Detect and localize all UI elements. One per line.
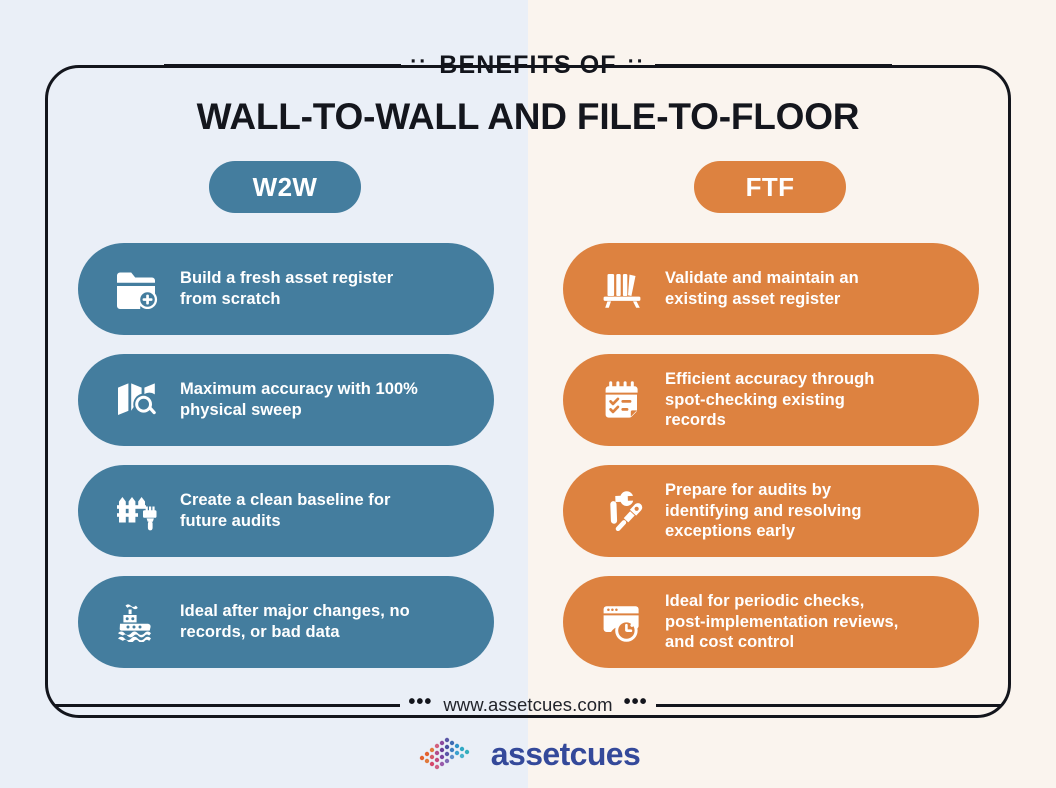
url-dots-left: ••• <box>408 691 433 713</box>
benefit-text-right-1: Validate and maintain an existing asset … <box>665 269 859 308</box>
wrench-screwdriver-icon <box>589 483 655 539</box>
benefit-pill-left-2: Maximum accuracy with 100% physical swee… <box>78 354 494 446</box>
benefit-text-right-4: Ideal for periodic checks, post-implemen… <box>665 591 899 652</box>
column-badge-w2w-label: W2W <box>252 171 318 202</box>
header-kicker: ·· BENEFITS OF ·· <box>45 47 1011 83</box>
benefit-pill-right-4: Ideal for periodic checks, post-implemen… <box>563 576 979 668</box>
column-badge-ftf-label: FTF <box>745 171 795 202</box>
map-search-icon <box>104 372 170 428</box>
column-badge-ftf: FTF <box>694 161 846 213</box>
url-rule-left <box>55 703 401 707</box>
website-url[interactable]: www.assetcues.com <box>443 694 613 715</box>
url-dots-right: ••• <box>623 691 648 713</box>
benefit-pill-left-1: Build a fresh asset register from scratc… <box>78 243 494 335</box>
assetcues-diamond-dots-logo-icon <box>416 736 478 772</box>
benefit-pill-right-3: Prepare for audits by identifying and re… <box>563 465 979 557</box>
benefit-pill-left-4: Ideal after major changes, no records, o… <box>78 576 494 668</box>
kicker-text: BENEFITS OF <box>439 50 617 79</box>
benefit-text-right-2: Efficient accuracy through spot-checking… <box>665 369 875 430</box>
fence-paintbrush-icon <box>104 483 170 539</box>
kicker-dots-left: ·· <box>410 50 429 73</box>
benefit-text-left-1: Build a fresh asset register from scratc… <box>180 269 394 308</box>
brand-name: assetcues <box>490 736 641 772</box>
benefit-pill-right-1: Validate and maintain an existing asset … <box>563 243 979 335</box>
folder-add-icon <box>104 261 170 317</box>
benefit-text-left-2: Maximum accuracy with 100% physical swee… <box>180 380 418 419</box>
kicker-rule-right <box>654 63 892 67</box>
kicker-rule-left <box>164 63 402 67</box>
kicker-dots-right: ·· <box>627 50 646 73</box>
benefit-text-right-3: Prepare for audits by identifying and re… <box>665 480 862 541</box>
footer-url-line: ••• www.assetcues.com ••• <box>45 690 1011 720</box>
brand-logo: assetcues <box>0 728 1056 780</box>
url-rule-right <box>655 703 1001 707</box>
boat-waves-icon <box>104 594 170 650</box>
benefit-pill-left-3: Create a clean baseline for future audit… <box>78 465 494 557</box>
benefit-text-left-3: Create a clean baseline for future audit… <box>180 491 391 530</box>
benefit-pill-right-2: Efficient accuracy through spot-checking… <box>563 354 979 446</box>
benefit-text-left-4: Ideal after major changes, no records, o… <box>180 602 410 641</box>
bookshelf-icon <box>589 261 655 317</box>
page-title: WALL-TO-WALL AND FILE-TO-FLOOR <box>196 96 860 137</box>
browser-clock-icon <box>589 594 655 650</box>
column-badge-w2w: W2W <box>209 161 361 213</box>
clipboard-checklist-icon <box>589 372 655 428</box>
